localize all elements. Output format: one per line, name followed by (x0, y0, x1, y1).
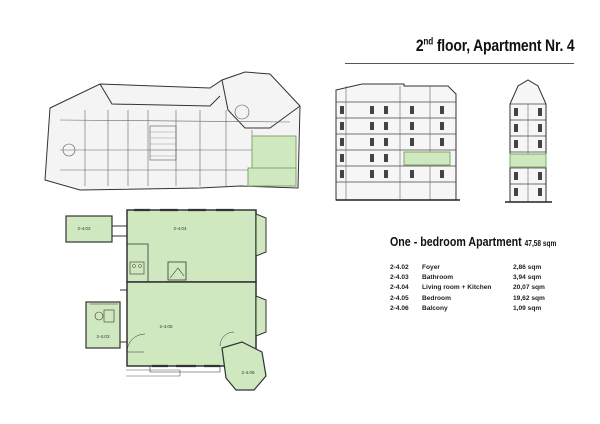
label-living: 2-4.04 (173, 226, 186, 231)
label-balcony: 2-4.06 (241, 370, 254, 375)
apartment-plan (65, 208, 267, 391)
label-bathroom: 2-4.03 (96, 334, 109, 339)
page-title: 2nd floor, Apartment Nr. 4 (415, 36, 574, 55)
title-divider (345, 63, 574, 64)
apartment-total-area: 47,58 sqm (524, 239, 557, 248)
apartment-title: One - bedroom Apartment 47,58 sqm (390, 234, 557, 249)
building-elevation (505, 79, 552, 203)
building-section (335, 83, 460, 201)
label-foyer: 2-4.02 (77, 226, 90, 231)
label-bedroom: 2-4.05 (159, 324, 172, 329)
floor-key-plan (44, 71, 301, 191)
